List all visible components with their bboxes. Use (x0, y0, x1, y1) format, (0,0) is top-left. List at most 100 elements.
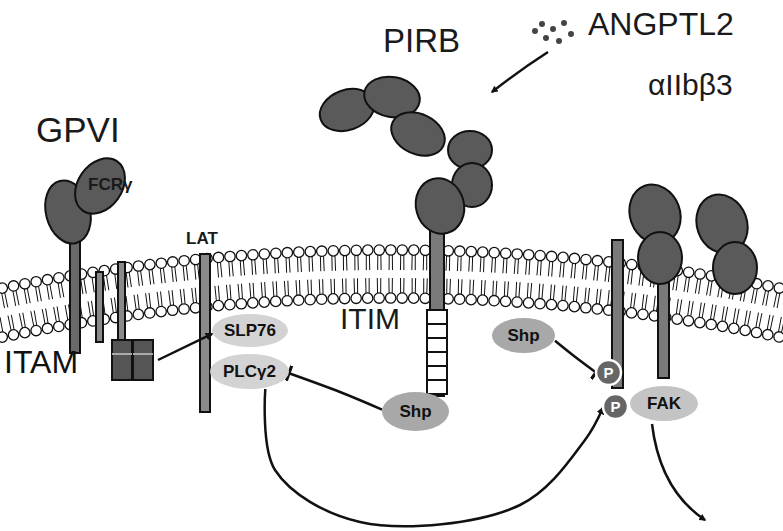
lipid-head (317, 246, 327, 256)
lipid-head (695, 317, 705, 327)
lipid-head (729, 323, 739, 333)
lipid-head (145, 259, 155, 269)
lipid-head (236, 250, 246, 260)
lipid-head (156, 258, 166, 268)
lipid-head (454, 294, 464, 304)
angptl2-ligand-part (550, 26, 556, 32)
lipid-head (546, 251, 556, 261)
lipid-head (717, 321, 727, 331)
lipid-head (672, 314, 682, 324)
lipid-head (179, 304, 189, 314)
lipid-head (282, 247, 292, 257)
angptl2-ligand-part (539, 21, 545, 27)
lipid-head (259, 297, 269, 307)
pirb-receptor (314, 72, 492, 396)
receptor-label: αIIbβ3 (648, 70, 733, 100)
lipid-head (340, 245, 350, 255)
lipid-head (409, 245, 419, 255)
lipid-head (168, 257, 178, 267)
lipid-head (466, 294, 476, 304)
lipid-head (489, 296, 499, 306)
pirb-receptor-part (427, 365, 447, 367)
lipid-head (397, 293, 407, 303)
lat-adaptor (200, 254, 210, 412)
phosphatase-blob: Shp (492, 318, 555, 353)
lipid-head (489, 247, 499, 257)
phospho-site-fill (596, 360, 621, 385)
lipid-head (328, 294, 338, 304)
integrin-receptor-part (713, 242, 757, 294)
binding-arrow (492, 52, 548, 92)
ligand-label: ANGPTL2 (588, 8, 734, 40)
lipid-head (695, 269, 705, 279)
lipid-head (455, 246, 465, 256)
phosphatase-blob: Shp (382, 392, 449, 431)
phospho-site: P (603, 394, 628, 419)
lipid-head (478, 247, 488, 257)
lipid-head (31, 277, 41, 287)
fcr-gamma-chain-part (118, 262, 125, 342)
lipid-head (546, 299, 556, 309)
node-text: PLCγ2 (223, 363, 276, 380)
lipid-head (351, 245, 361, 255)
lipid-head (638, 309, 648, 319)
lipid-head (156, 306, 166, 316)
lipid-head (225, 299, 235, 309)
lipid-head (133, 309, 143, 319)
inhibition-line (289, 373, 382, 409)
lipid-head (8, 330, 18, 340)
lipid-head (512, 249, 522, 259)
node-text: SLP76 (224, 322, 276, 339)
integrin-receptor-part (638, 232, 682, 284)
gpvi-receptor (38, 149, 135, 353)
lipid-head (408, 293, 418, 303)
angptl2-ligand (532, 20, 574, 44)
lipid-head (305, 246, 315, 256)
fcr-gamma-chain-part (96, 272, 103, 342)
node-text: P (610, 399, 620, 414)
lipid-head (374, 245, 384, 255)
pirb-receptor-part (427, 351, 447, 353)
pirb-receptor-part (384, 104, 452, 164)
protein-blob-fill (210, 354, 289, 389)
lipid-head (535, 298, 545, 308)
inhibition-line (555, 341, 596, 373)
receptor-label: GPVI (36, 112, 120, 147)
lipid-head (592, 304, 602, 314)
protein-blob: SLP76 (212, 314, 288, 347)
lipid-head (20, 279, 30, 289)
lipid-head (8, 281, 18, 291)
motif-label: ITIM (340, 304, 400, 334)
lipid-head (362, 293, 372, 303)
node-text: ITAM (4, 346, 78, 378)
lipid-head (581, 254, 591, 264)
phospho-site-fill (603, 394, 628, 419)
lipid-head (351, 293, 361, 303)
lipid-head (20, 327, 30, 337)
activation-arrow (265, 389, 603, 526)
lipid-head (626, 259, 636, 269)
lipid-head (328, 246, 338, 256)
lipid-head (145, 308, 155, 318)
pirb-receptor-part (427, 337, 447, 339)
lipid-head (477, 295, 487, 305)
fcr-gamma-chain-part (112, 353, 132, 355)
node-text: Shp (507, 327, 539, 344)
protein-blob-fill (212, 314, 288, 347)
lipid-head (512, 297, 522, 307)
lipid-head (374, 293, 384, 303)
angptl2-ligand-part (561, 20, 567, 26)
lipid-head (225, 251, 235, 261)
lipid-head (558, 300, 568, 310)
lipid-head (774, 283, 783, 293)
lipid-head (305, 294, 315, 304)
fcr-gamma-chain-part (133, 353, 153, 355)
output-arrow (652, 424, 705, 520)
kinase-blob: FAK (630, 386, 698, 421)
pirb-receptor-part (410, 173, 471, 240)
lipid-head (54, 321, 64, 331)
lipid-head (535, 250, 545, 260)
gpvi-receptor-part (65, 149, 135, 223)
lipid-head (213, 252, 223, 262)
lipid-head (500, 296, 510, 306)
